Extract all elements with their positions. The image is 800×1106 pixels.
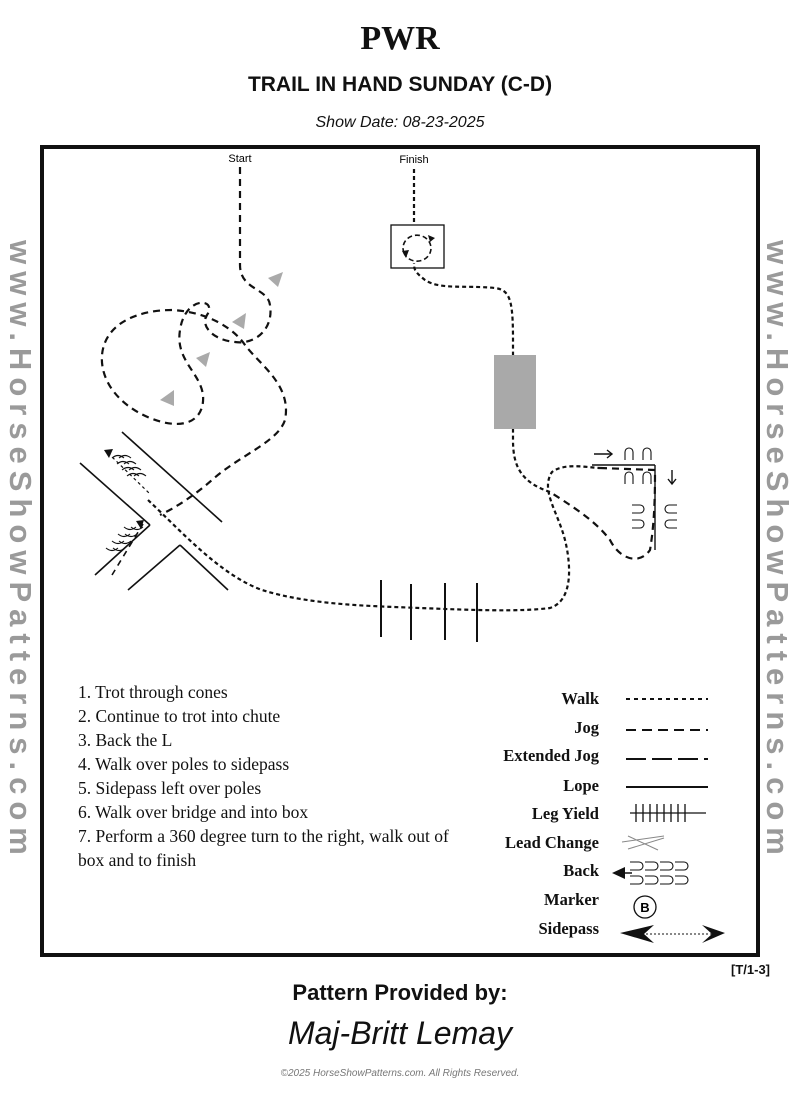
legend-lead-change-symbol xyxy=(621,835,665,851)
instruction-item: 4. Walk over poles to sidepass xyxy=(78,754,290,774)
start-label: Start xyxy=(228,153,251,165)
sidepass-marks-vertical xyxy=(632,504,677,529)
legend-leg-yield-label: Leg Yield xyxy=(531,804,599,823)
legend-lead-change-label: Lead Change xyxy=(505,833,599,852)
author-name: Maj-Britt Lemay xyxy=(287,1015,513,1051)
cone-4 xyxy=(160,390,174,406)
provided-by-heading: Pattern Provided by: xyxy=(292,980,508,1005)
class-title: TRAIL IN HAND SUNDAY (C-D) xyxy=(247,73,553,96)
jog-path-start xyxy=(100,167,288,516)
legend-marker-letter: B xyxy=(640,900,649,915)
turn-box xyxy=(390,224,445,269)
cone-2 xyxy=(232,313,246,329)
legend-back-symbol xyxy=(618,861,689,885)
legend-sidepass-label: Sidepass xyxy=(538,919,599,938)
walk-path-bridge xyxy=(412,262,551,494)
instructions-list: 1. Trot through cones 2. Continue to tro… xyxy=(78,680,478,872)
instruction-item: 1. Trot through cones xyxy=(78,682,228,702)
legend-walk-label: Walk xyxy=(561,689,599,708)
instruction-item: 6. Walk over bridge and into box xyxy=(78,802,309,822)
legend-extended-jog-label: Extended Jog xyxy=(503,746,599,765)
legend-leg-yield-symbol xyxy=(630,804,706,822)
organization-title: PWR xyxy=(360,20,440,57)
cone-1 xyxy=(268,272,283,287)
back-marks-upper xyxy=(111,454,147,477)
instruction-item: 5. Sidepass left over poles xyxy=(78,778,262,798)
sidepass-direction-arrows xyxy=(594,449,677,486)
pattern-code: [T/1-3] xyxy=(731,962,770,977)
legend-jog-label: Jog xyxy=(574,718,599,737)
legend-sidepass-arrow-left-icon xyxy=(620,925,654,943)
l-back-poles xyxy=(79,431,229,591)
back-arrow-lower xyxy=(136,520,144,529)
cone-3 xyxy=(196,352,210,367)
legend-marker-circle xyxy=(633,895,657,919)
sidepass-marks-horizontal xyxy=(624,447,652,484)
legend-sidepass-arrow-right-icon xyxy=(702,925,725,943)
turn-360-marker xyxy=(402,234,432,262)
bridge xyxy=(494,355,536,429)
instruction-item: 7. Perform a 360 degree turn to the righ… xyxy=(78,826,449,870)
arena-border xyxy=(40,145,760,957)
legend-symbols xyxy=(618,698,716,935)
finish-label: Finish xyxy=(399,154,428,166)
sidepass-poles xyxy=(592,464,656,550)
legend-marker-label: Marker xyxy=(544,890,599,909)
copyright-notice: ©2025 HorseShowPatterns.com. All Rights … xyxy=(280,1068,520,1079)
show-date: Show Date: 08-23-2025 xyxy=(315,114,485,131)
walk-path-poles xyxy=(147,465,601,612)
legend-back-label: Back xyxy=(563,861,599,880)
ground-poles xyxy=(380,580,478,642)
instruction-item: 2. Continue to trot into chute xyxy=(78,706,281,726)
legend-lope-label: Lope xyxy=(563,776,599,795)
instruction-item: 3. Back the L xyxy=(78,730,173,750)
legend-back-arrow-icon xyxy=(612,867,625,879)
back-marks-lower xyxy=(105,526,144,552)
